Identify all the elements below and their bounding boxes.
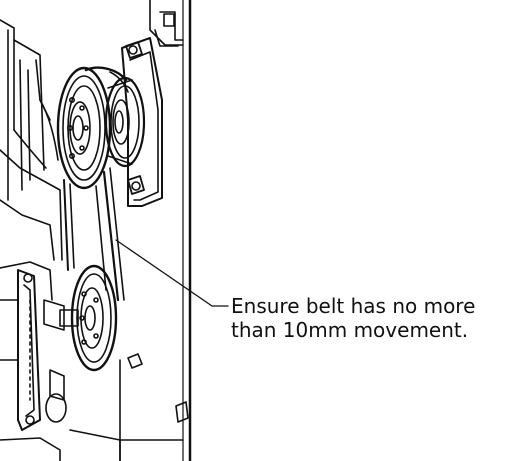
fasteners (119, 353, 189, 461)
frame-panel (149, 0, 192, 461)
note-line-1: Ensure belt has no more (231, 294, 476, 318)
mounting-bracket (121, 37, 163, 207)
belt-tension-note: Ensure belt has no more than 10mm moveme… (231, 294, 503, 342)
crank-pulley (56, 66, 112, 190)
note-line-2: than 10mm movement. (231, 318, 469, 342)
lower-linkage (0, 261, 121, 461)
engine-block (0, 19, 63, 261)
callout-leader (115, 239, 229, 307)
lower-pulley (59, 264, 118, 372)
